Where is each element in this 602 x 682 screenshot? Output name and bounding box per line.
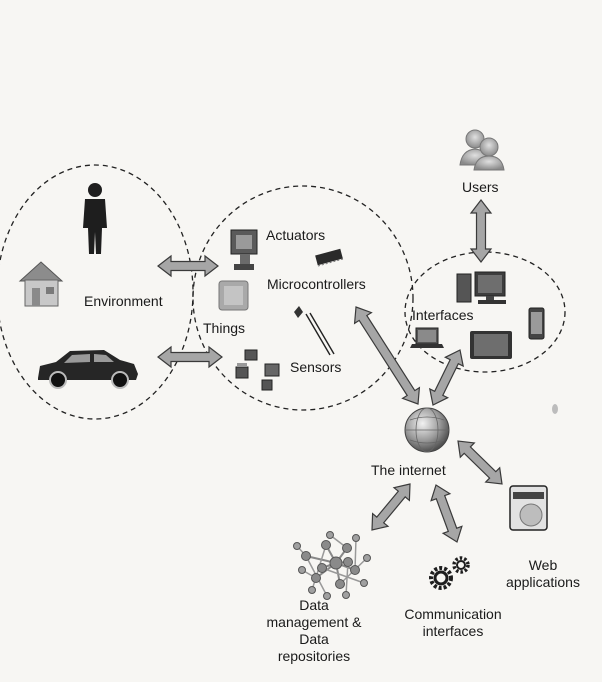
arrow-environment-things-bottom — [157, 345, 223, 369]
laptop-icon — [410, 327, 444, 348]
things-boundary — [192, 185, 414, 411]
smartphone-icon — [528, 307, 545, 340]
arrow-microcontrollers-internet — [353, 306, 421, 405]
arrow-interfaces-internet — [428, 349, 465, 406]
internet-label: The internet — [371, 462, 446, 478]
arrow-environment-things-top — [157, 254, 219, 278]
person-icon — [83, 183, 107, 254]
data-management-line-2: management & — [266, 614, 362, 630]
connection-arrows — [157, 199, 503, 543]
car-icon — [38, 350, 138, 389]
arrow-users-interfaces — [469, 199, 493, 263]
arrow-internet-web — [457, 440, 503, 485]
communication-line-2: interfaces — [422, 623, 484, 639]
actuator-icon — [230, 229, 258, 270]
microcontroller-icon — [315, 248, 344, 267]
thing-chip-icon — [218, 280, 249, 311]
desktop-computer-icon — [456, 271, 506, 304]
interfaces-boundary — [404, 251, 566, 373]
web-applications-line-1: Web — [528, 557, 558, 573]
data-management-line-4: repositories — [277, 648, 351, 664]
house-icon — [18, 261, 64, 307]
things-label: Things — [203, 320, 246, 336]
users-icon — [459, 129, 505, 171]
data-network-icon — [293, 531, 371, 600]
actuators-label: Actuators — [266, 227, 326, 243]
scan-speck — [552, 404, 558, 414]
communication-line-1: Communication — [404, 606, 502, 622]
sensor-icons — [235, 306, 335, 391]
environment-label: Environment — [84, 293, 163, 309]
sensors-label: Sensors — [290, 359, 342, 375]
gears-icon — [429, 556, 470, 590]
web-applications-label: Web applications — [498, 557, 588, 591]
microcontrollers-label: Microcontrollers — [267, 276, 366, 292]
tablet-icon — [470, 331, 512, 359]
web-document-icon — [509, 485, 548, 531]
data-management-line-1: Data — [299, 597, 329, 613]
globe-icon — [404, 407, 450, 453]
communication-interfaces-label: Communication interfaces — [392, 606, 514, 640]
data-management-line-3: Data — [299, 631, 329, 647]
web-applications-line-2: applications — [506, 574, 580, 590]
users-label: Users — [462, 179, 499, 195]
arrow-internet-communication — [430, 484, 463, 543]
arrow-internet-data — [371, 483, 411, 531]
interfaces-label: Interfaces — [412, 307, 474, 323]
data-management-label: Data management & Data repositories — [258, 597, 370, 665]
